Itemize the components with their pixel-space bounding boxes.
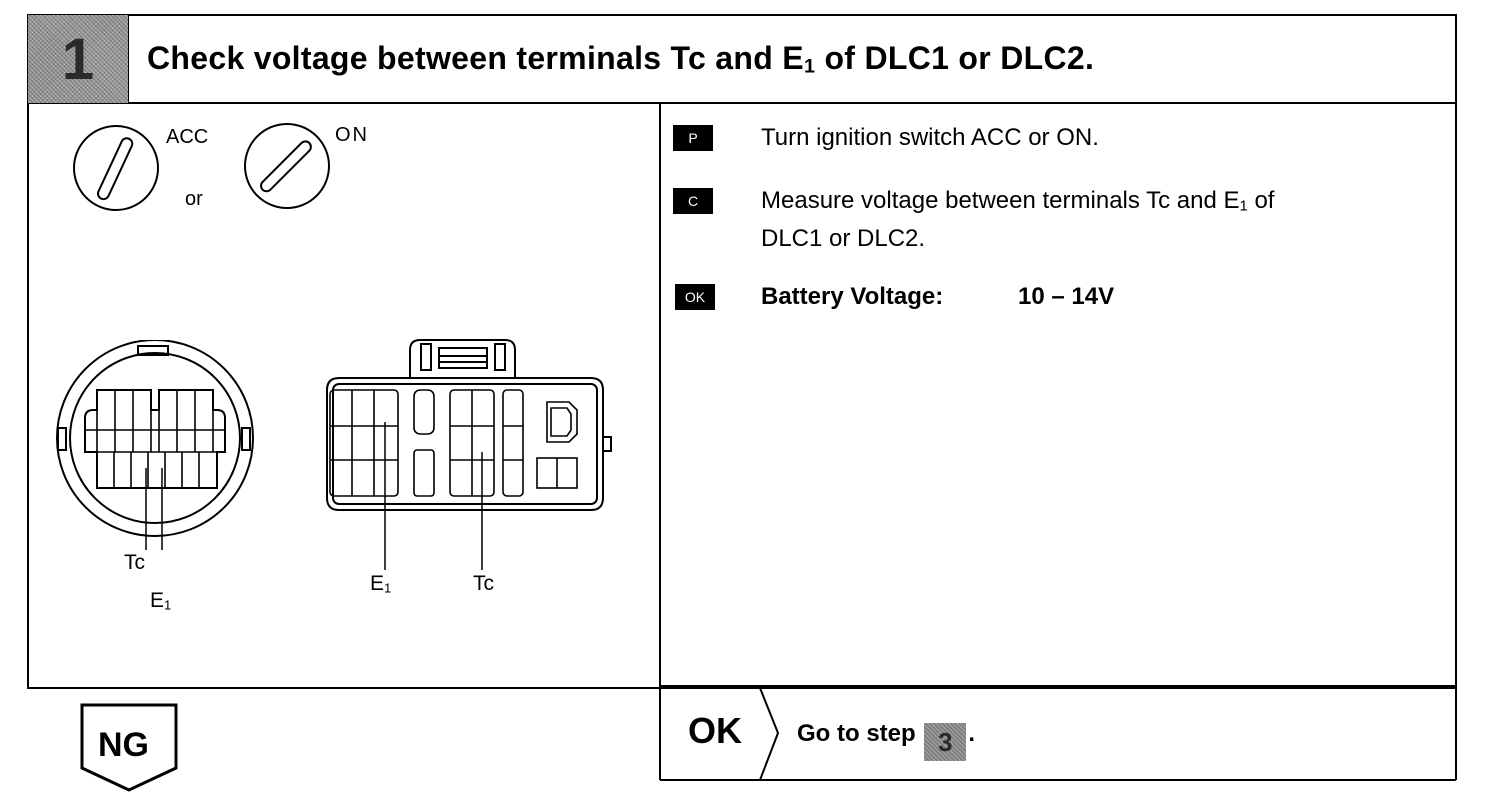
instruction-procedure-text: Turn ignition switch ACC or ON.	[761, 124, 1099, 151]
acc-label: ACC	[166, 126, 209, 148]
instruction-check-text: Measure voltage between terminals Tc and…	[761, 187, 1275, 252]
ignition-switch-on-icon	[244, 123, 330, 209]
battery-voltage-value: 10 – 14V	[1018, 283, 1115, 310]
procedure-badge: P	[673, 125, 713, 151]
check-badge: C	[673, 188, 713, 214]
dlc2-e1-label: E1	[370, 572, 392, 596]
or-label: or	[185, 188, 203, 210]
step-number: 1	[61, 26, 95, 92]
dlc2-connector-diagram	[326, 339, 612, 570]
dlc1-e1-label: E1	[150, 589, 172, 613]
dlc1-connector-diagram	[56, 340, 254, 550]
dlc2-tc-label: Tc	[473, 572, 494, 595]
page-title: Check voltage between terminals Tc and E…	[147, 40, 1095, 78]
battery-voltage-label: Battery Voltage:	[761, 283, 944, 310]
goto-step-text: Go to step 3.	[797, 720, 975, 761]
dlc1-tc-label: Tc	[124, 551, 145, 574]
ok-badge: OK	[675, 284, 715, 310]
ng-result-label: NG	[98, 726, 149, 764]
ignition-switch-acc-icon	[73, 125, 159, 211]
ok-chevron	[759, 687, 780, 781]
step-number-badge: 1	[28, 15, 128, 103]
on-label: ON	[335, 124, 369, 146]
goto-step-number[interactable]: 3	[924, 723, 967, 761]
ng-box	[80, 703, 178, 792]
ok-result-label: OK	[688, 710, 742, 751]
